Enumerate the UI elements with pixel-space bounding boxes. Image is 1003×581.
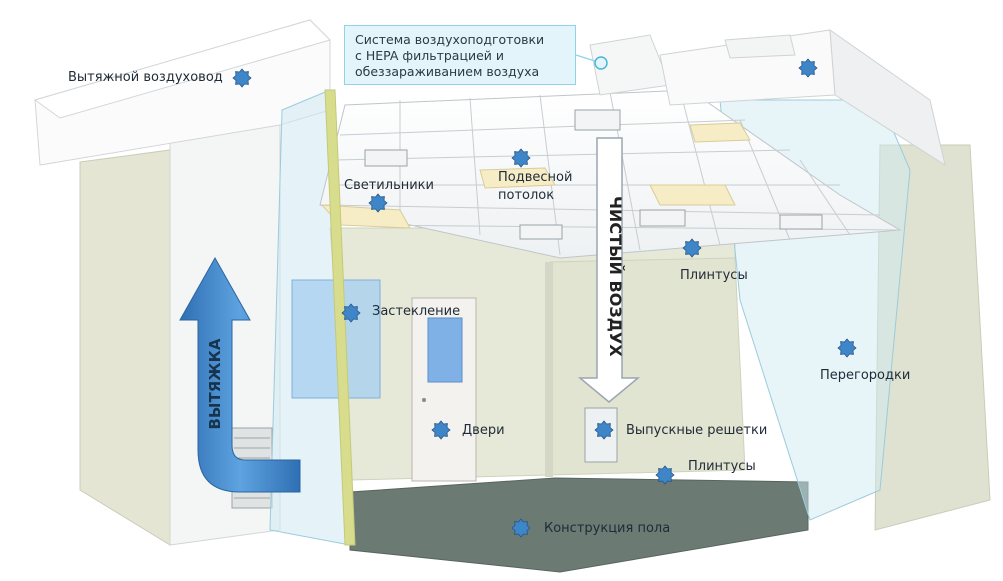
door-window xyxy=(427,317,463,383)
label-skirting-top: Плинтусы xyxy=(680,268,748,283)
label-ceiling-line-1: Подвесной xyxy=(498,170,573,185)
label-partitions: Перегородки xyxy=(820,368,911,383)
label-glazing: Застекление xyxy=(372,304,461,319)
star-marker-icon xyxy=(655,465,675,485)
exhaust-arrow xyxy=(179,256,301,493)
floor xyxy=(349,477,809,573)
hvac-line-1: Система воздухоподготовки xyxy=(355,32,545,47)
label-floor: Конструкция пола xyxy=(544,521,671,536)
star-marker-icon xyxy=(511,148,531,168)
hvac-line-3: обеззараживанием воздуха xyxy=(355,64,540,79)
star-marker-icon xyxy=(431,420,451,440)
supply-duct-side xyxy=(829,28,946,167)
label-doors: Двери xyxy=(462,423,505,438)
star-marker-icon xyxy=(837,338,857,358)
label-vents: Выпускные решетки xyxy=(626,423,768,438)
clean-air-arrow xyxy=(577,137,641,403)
label-skirting-bottom: Плинтусы xyxy=(688,459,756,474)
back-wall-right xyxy=(549,257,746,476)
label-clean-air: ЧИСТЫЙ ВОЗДУХ xyxy=(606,196,625,357)
ceiling-light xyxy=(649,184,736,206)
star-marker-icon xyxy=(511,518,531,538)
hvac-line-2: с HEPA фильтрацией и xyxy=(355,48,504,63)
label-exhaust: ВЫТЯЖКА xyxy=(206,338,224,430)
label-lights: Светильники xyxy=(344,178,434,193)
star-marker-icon xyxy=(341,303,361,323)
ceiling-light xyxy=(479,167,556,189)
left-wall xyxy=(79,149,171,546)
star-marker-icon xyxy=(232,68,252,88)
hvac-system-callout: Система воздухоподготовки с HEPA фильтра… xyxy=(344,25,576,85)
label-ceiling-line-2: потолок xyxy=(498,188,555,203)
air-diffusers xyxy=(364,109,823,240)
star-marker-icon xyxy=(368,193,388,213)
label-exhaust-duct: Вытяжной воздуховод xyxy=(68,70,223,85)
star-marker-icon xyxy=(594,420,614,440)
star-marker-icon xyxy=(798,58,818,78)
star-marker-icon xyxy=(682,238,702,258)
ceiling-light xyxy=(689,122,751,143)
